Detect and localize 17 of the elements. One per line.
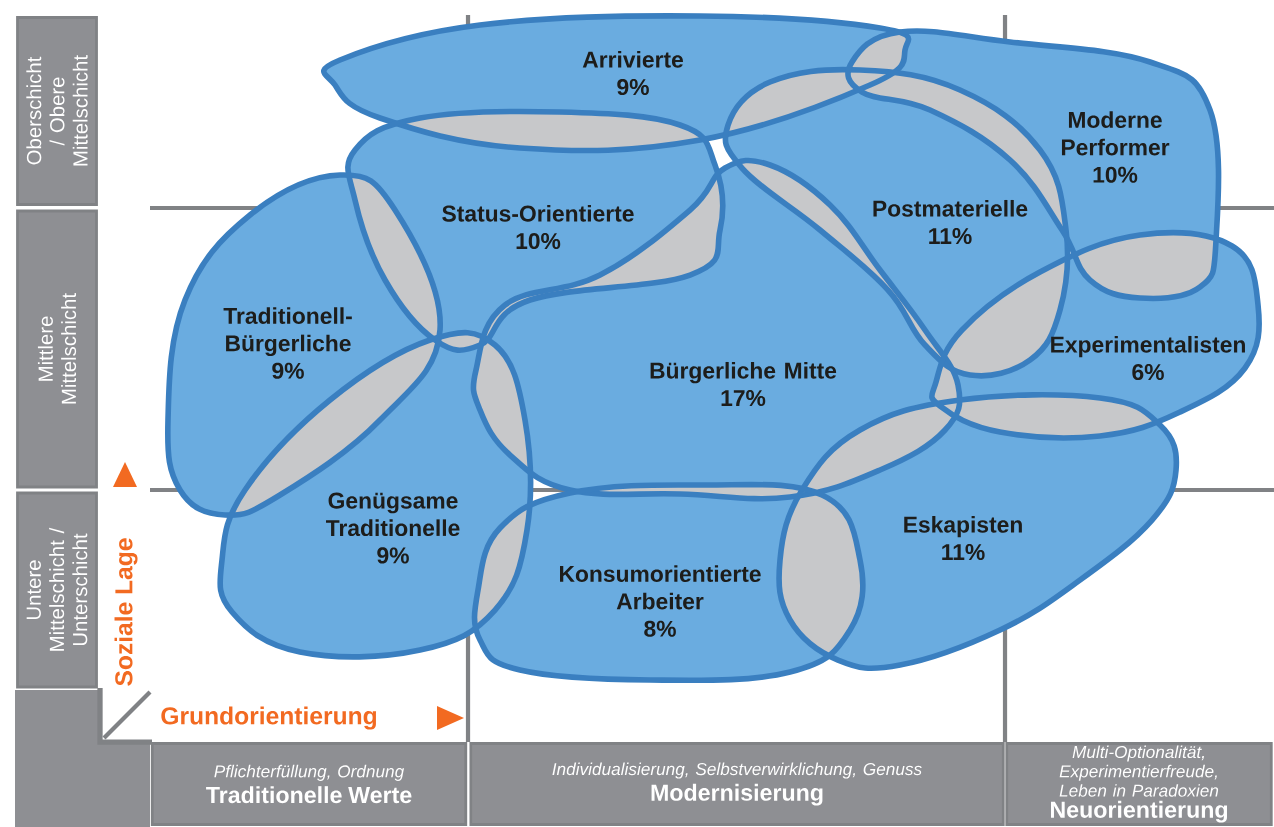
axis-label: Soziale Lage xyxy=(114,538,138,686)
milieu-label: Postmaterielle 11% xyxy=(873,199,1028,245)
row-header: Mittlere Mittelschicht xyxy=(16,209,98,489)
milieu-label: Experimentalisten 6% xyxy=(1051,335,1245,381)
milieu-label: Genügsame Traditionelle 9% xyxy=(326,492,460,564)
milieu-label: Bürgerliche Mitte 17% xyxy=(650,361,837,407)
row-header: Untere Mittelschicht / Unterschicht xyxy=(16,491,98,689)
milieu-label: Traditionell-Bürgerliche 9% xyxy=(223,307,352,379)
row-header: Oberschicht / Obere Mittelschicht xyxy=(16,16,98,206)
milieu-label: Konsumorientierte Arbeiter 8% xyxy=(560,565,761,637)
milieu-label: Arrivierte 9% xyxy=(582,50,683,96)
milieu-label: Moderne Performer 10% xyxy=(1061,111,1170,183)
column-header: Multi-Optionalität, Experimentierfreude, Leben in Paradoxien Neuorientierung xyxy=(1005,742,1273,826)
axis-label: Grundorientierung xyxy=(161,706,377,730)
milieu-label: Status-Orientierte 10% xyxy=(442,204,634,250)
column-header: Pflichterfüllung, Ordnung Traditionelle Werte xyxy=(150,742,468,826)
milieu-label: Eskapisten 11% xyxy=(904,515,1022,561)
